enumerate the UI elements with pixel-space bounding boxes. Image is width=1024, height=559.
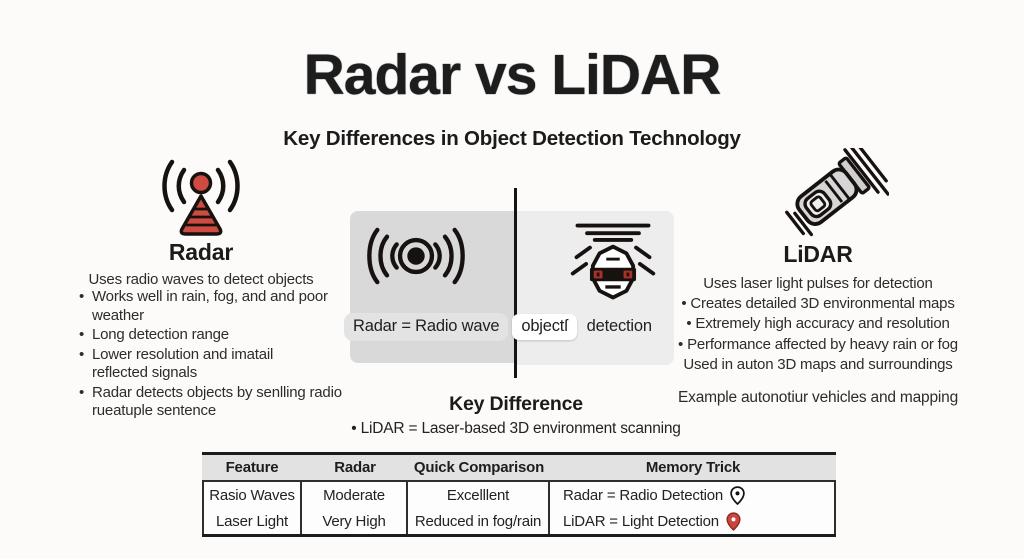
center-caption: Radar = Radio wave objectſ detection bbox=[344, 311, 652, 342]
cell-memory-trick: Radar = Radio Detection bbox=[550, 482, 834, 508]
caption-prefix: Radar = Radio wave bbox=[344, 312, 509, 341]
radar-bullet: Lower resolution and imatail reflected s… bbox=[78, 346, 328, 383]
lidar-bullet: Extremely high accuracy and resolution bbox=[650, 314, 986, 334]
radar-section: Radar Uses radio waves to detect objects bbox=[42, 156, 360, 288]
page-subtitle: Key Differences in Object Detection Tech… bbox=[283, 127, 741, 150]
center-divider-line bbox=[514, 188, 517, 378]
lidar-note: Used in auton 3D maps and surroundings bbox=[683, 355, 953, 373]
cell-feature: Rasio Waves bbox=[204, 482, 302, 508]
lidar-section: LiDAR Uses laser light pulses for detect… bbox=[650, 148, 986, 407]
radar-bullet-list: Works well in rain, fog, and and poor we… bbox=[78, 288, 342, 422]
table-body: Rasio Waves Moderate Excelllent Radar = … bbox=[202, 482, 836, 534]
lidar-example-line: Example autonotiur vehicles and mapping bbox=[678, 389, 958, 407]
radar-antenna-icon bbox=[42, 156, 360, 238]
table-row: Rasio Waves Moderate Excelllent Radar = … bbox=[204, 482, 834, 508]
cell-radar: Very High bbox=[302, 508, 408, 534]
page-title: Radar vs LiDAR bbox=[303, 43, 722, 107]
caption-suffix: detection bbox=[586, 317, 652, 335]
table-header-memory: Memory Trick bbox=[645, 459, 741, 476]
black-location-pin-icon bbox=[730, 486, 745, 505]
table-header-feature: Feature bbox=[225, 459, 279, 476]
radar-bullet: Works well in rain, fog, and and poor we… bbox=[78, 288, 328, 325]
cell-comparison: Excelllent bbox=[408, 482, 550, 508]
lidar-heading: LiDAR bbox=[783, 241, 853, 267]
vehicle-lidar-sensor-icon bbox=[565, 216, 661, 308]
memory-trick-text: Radar = Radio Detection bbox=[563, 486, 724, 504]
cell-radar: Moderate bbox=[302, 482, 408, 508]
table-header-comparison: Quick Comparison bbox=[413, 459, 545, 476]
cell-memory-trick: LiDAR = Light Detection bbox=[550, 508, 834, 534]
table-header-radar: Radar bbox=[334, 459, 376, 476]
key-difference-section: Key Difference LiDAR = Laser-based 3D en… bbox=[320, 393, 712, 438]
radar-heading: Radar bbox=[168, 239, 234, 265]
cell-feature: Laser Light bbox=[204, 508, 302, 534]
key-difference-heading: Key Difference bbox=[449, 393, 583, 415]
lidar-scanner-icon bbox=[650, 148, 986, 240]
lidar-bullet: Performance affected by heavy rain or fo… bbox=[650, 335, 986, 355]
memory-trick-text: LiDAR = Light Detection bbox=[563, 512, 719, 530]
radar-bullet: Radar detects objects by senlling radio … bbox=[78, 384, 374, 421]
lidar-bullet-list: Uses laser light pulses for detection Cr… bbox=[650, 274, 986, 375]
table-header-row: Feature Radar Quick Comparison Memory Tr… bbox=[202, 455, 836, 482]
caption-highlight-pill: objectſ bbox=[512, 313, 577, 340]
comparison-table: Feature Radar Quick Comparison Memory Tr… bbox=[202, 452, 836, 537]
table-row: Laser Light Very High Reduced in fog/rai… bbox=[204, 508, 834, 534]
cell-comparison: Reduced in fog/rain bbox=[408, 508, 550, 534]
radar-bullet: Long detection range bbox=[78, 326, 328, 345]
radio-wave-icon bbox=[358, 222, 474, 292]
lidar-intro: Uses laser light pulses for detection bbox=[703, 275, 933, 292]
red-location-pin-icon bbox=[726, 512, 741, 531]
radar-intro: Uses radio waves to detect objects bbox=[88, 271, 314, 288]
key-difference-bullet: LiDAR = Laser-based 3D environment scann… bbox=[320, 420, 712, 438]
lidar-bullet: Creates detailed 3D environmental maps bbox=[650, 294, 986, 314]
